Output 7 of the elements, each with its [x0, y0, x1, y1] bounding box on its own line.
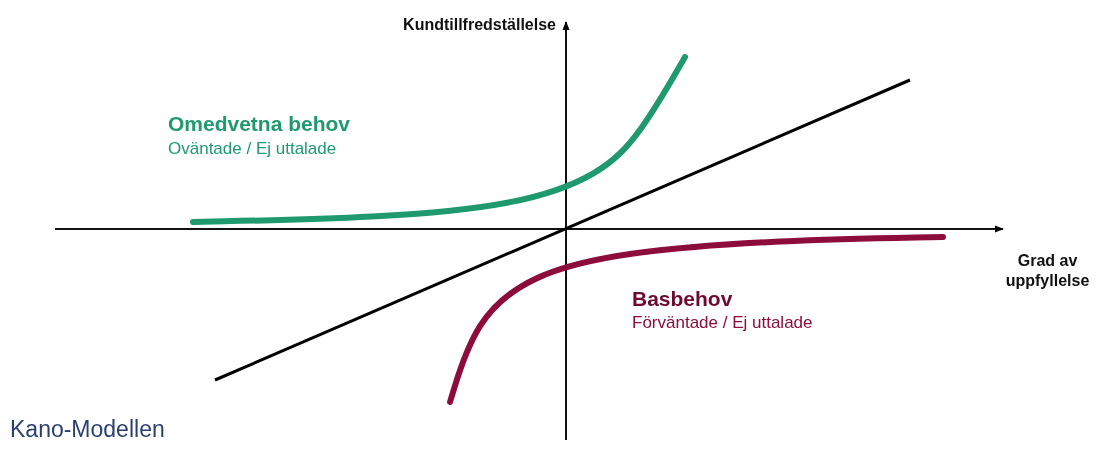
y-axis-label: Kundtillfredställelse — [402, 16, 556, 34]
category-heading: Omedvetna behov — [168, 112, 351, 136]
diagram-title: Kano-Modellen — [10, 416, 165, 443]
x-axis-label: Grad av uppfyllelse — [1004, 251, 1091, 291]
category-subtitle: Förväntade / Ej uttalade — [632, 313, 813, 333]
category-heading: Basbehov — [632, 287, 733, 311]
category-subtitle: Oväntade / Ej uttalade — [168, 139, 337, 159]
